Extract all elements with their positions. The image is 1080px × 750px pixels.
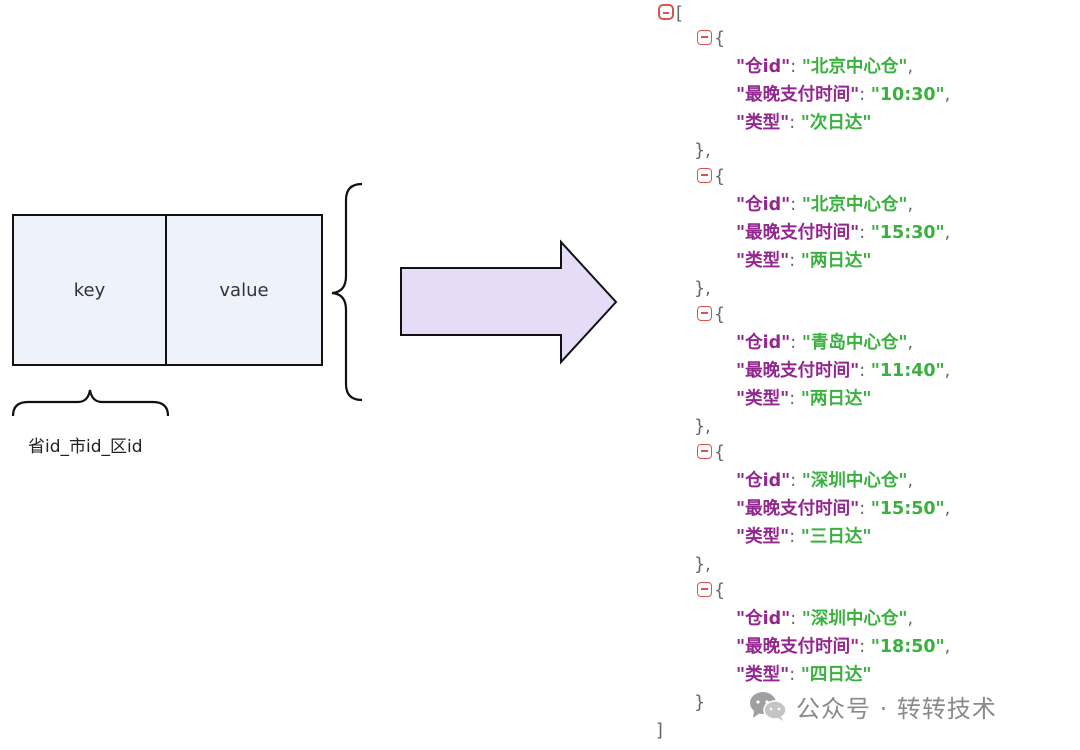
json-key: "最晚支付时间" — [736, 499, 860, 519]
value-label: value — [219, 279, 269, 301]
json-value: "15:30" — [870, 223, 945, 243]
key-brace — [11, 389, 170, 417]
collapse-icon[interactable] — [697, 305, 712, 321]
json-key: "类型" — [736, 113, 790, 133]
json-field-warehouse: "仓id": "北京中心仓", — [736, 195, 914, 215]
json-key: "仓id" — [736, 195, 791, 215]
json-root-close: ] — [656, 721, 663, 741]
json-key: "最晚支付时间" — [736, 361, 860, 381]
watermark-text: 公众号 · 转转技术 — [796, 694, 997, 723]
collapse-icon[interactable] — [697, 167, 712, 183]
json-object-open: { — [697, 305, 725, 325]
json-value: "北京中心仓" — [801, 57, 908, 77]
json-value: "青岛中心仓" — [801, 333, 908, 353]
json-key: "类型" — [736, 665, 790, 685]
json-field-type: "类型": "次日达" — [736, 113, 872, 133]
json-field-type: "类型": "两日达" — [736, 251, 872, 271]
json-object-close: } — [694, 693, 706, 713]
watermark: 公众号 · 转转技术 — [748, 686, 997, 726]
json-value: "四日达" — [800, 665, 872, 685]
json-value: "三日达" — [800, 527, 872, 547]
json-key: "最晚支付时间" — [736, 85, 860, 105]
json-field-deadline: "最晚支付时间": "11:40", — [736, 361, 951, 381]
collapse-icon[interactable] — [697, 29, 712, 45]
json-field-deadline: "最晚支付时间": "15:30", — [736, 223, 951, 243]
json-object-open: { — [697, 29, 725, 49]
json-key: "仓id" — [736, 333, 791, 353]
json-field-deadline: "最晚支付时间": "15:50", — [736, 499, 951, 519]
collapse-icon[interactable] — [697, 581, 712, 597]
json-field-type: "类型": "两日达" — [736, 389, 872, 409]
json-key: "最晚支付时间" — [736, 637, 860, 657]
json-key: "类型" — [736, 389, 790, 409]
json-value: "10:30" — [870, 85, 945, 105]
json-field-type: "类型": "三日达" — [736, 527, 872, 547]
json-value: "两日达" — [800, 251, 872, 271]
value-box: value — [167, 214, 323, 366]
right-arrow — [400, 239, 618, 365]
json-value: "北京中心仓" — [801, 195, 908, 215]
json-field-deadline: "最晚支付时间": "10:30", — [736, 85, 951, 105]
json-object-close: }, — [694, 417, 711, 437]
json-value: "两日达" — [800, 389, 872, 409]
json-field-warehouse: "仓id": "深圳中心仓", — [736, 609, 914, 629]
key-box: key — [12, 214, 168, 366]
json-field-warehouse: "仓id": "北京中心仓", — [736, 57, 914, 77]
json-value: "11:40" — [870, 361, 945, 381]
json-object-open: { — [697, 581, 725, 601]
wechat-icon — [750, 692, 787, 721]
json-value: "次日达" — [800, 113, 872, 133]
key-caption: 省id_市id_区id — [28, 437, 143, 457]
json-key: "仓id" — [736, 471, 791, 491]
collapse-icon[interactable] — [697, 443, 712, 459]
collapse-icon[interactable] — [658, 4, 674, 20]
json-field-warehouse: "仓id": "深圳中心仓", — [736, 471, 914, 491]
json-value: "深圳中心仓" — [801, 471, 908, 491]
json-key: "最晚支付时间" — [736, 223, 860, 243]
json-value: "15:50" — [870, 499, 945, 519]
json-root-open: [ — [658, 4, 683, 24]
json-key: "仓id" — [736, 609, 791, 629]
json-key: "类型" — [736, 527, 790, 547]
json-field-type: "类型": "四日达" — [736, 665, 872, 685]
value-brace — [331, 182, 363, 402]
json-object-close: }, — [694, 279, 711, 299]
json-object-close: }, — [694, 555, 711, 575]
json-value: "18:50" — [870, 637, 945, 657]
json-value: "深圳中心仓" — [801, 609, 908, 629]
json-key: "类型" — [736, 251, 790, 271]
json-object-open: { — [697, 167, 725, 187]
json-key: "仓id" — [736, 57, 791, 77]
key-label: key — [73, 279, 106, 301]
json-object-close: }, — [694, 141, 711, 161]
json-field-warehouse: "仓id": "青岛中心仓", — [736, 333, 914, 353]
json-field-deadline: "最晚支付时间": "18:50", — [736, 637, 951, 657]
json-object-open: { — [697, 443, 725, 463]
